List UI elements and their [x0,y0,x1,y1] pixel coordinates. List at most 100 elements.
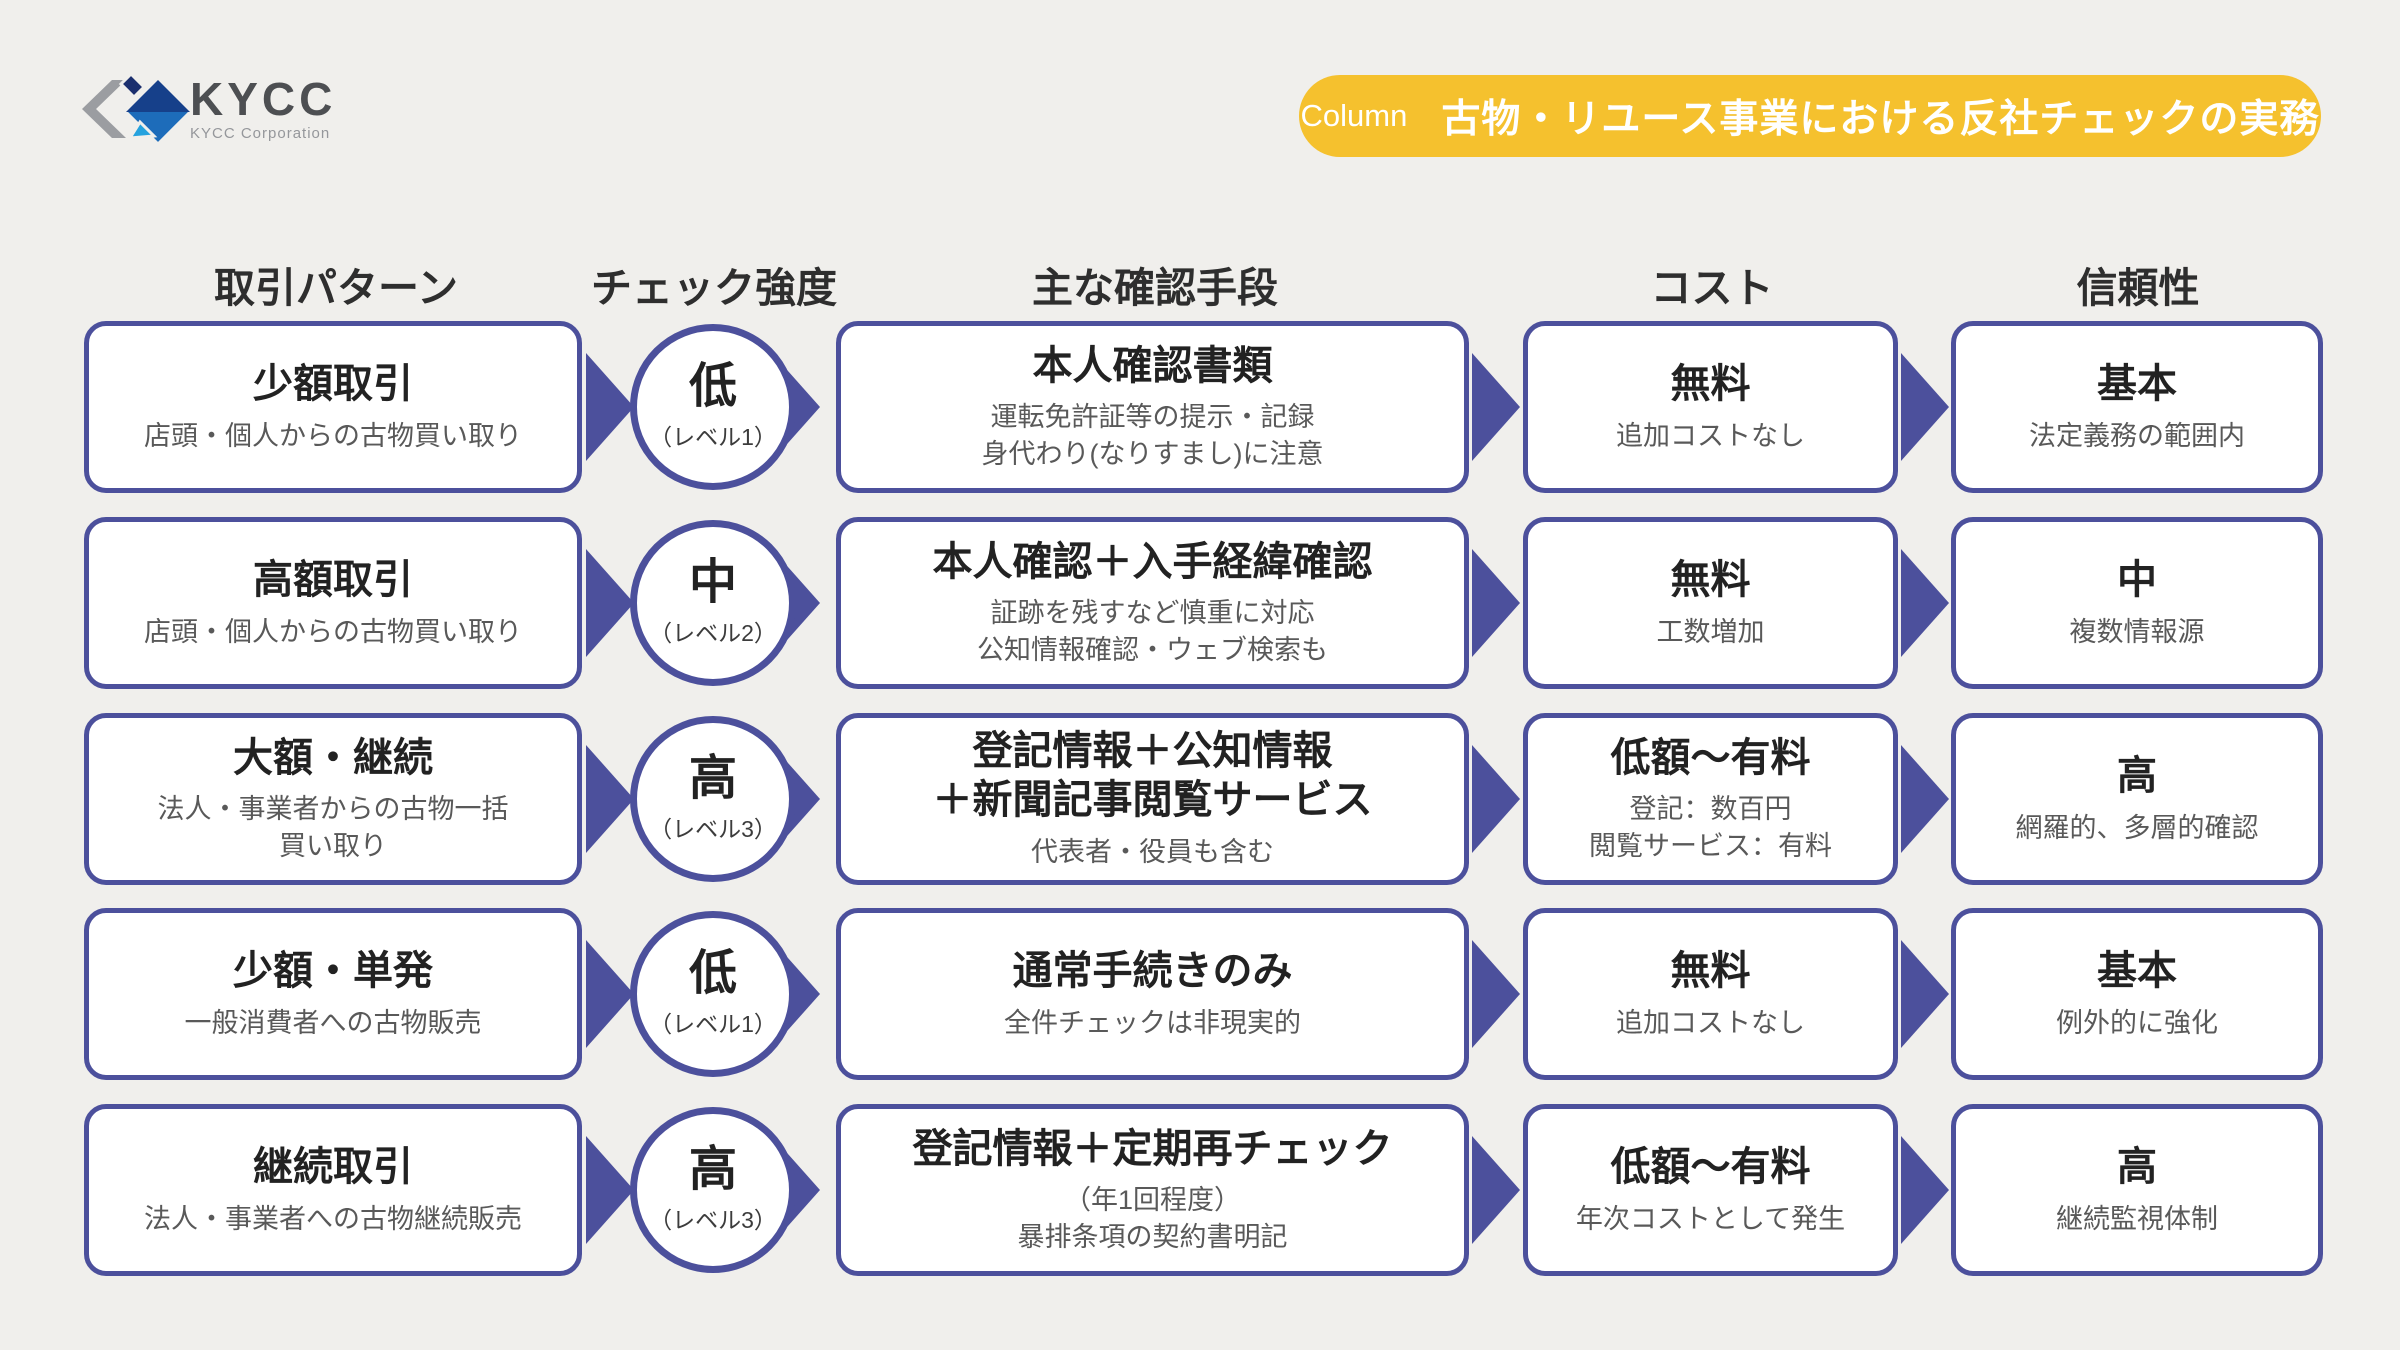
arrow-right-icon [1472,940,1520,1048]
column-badge-label: Column [1300,98,1408,133]
method-box: 登記情報＋公知情報 ＋新聞記事閲覧サービス 代表者・役員も含む [836,713,1469,885]
intensity-grade: 低 [688,946,737,1000]
pattern-box: 少額・単発 一般消費者への古物販売 [84,908,582,1080]
flow-row-4: 少額・単発 一般消費者への古物販売 低 （レベル1） 通常手続きのみ 全件チェッ… [0,908,2400,1080]
pattern-title: 少額取引 [253,361,413,406]
cost-desc: 登記：数百円 閲覧サービス：有料 [1589,794,1832,861]
logo-caption: KYCC Corporation [190,125,331,142]
intensity-circle: 低 （レベル1） [630,324,796,490]
method-title: 登記情報＋公知情報 ＋新聞記事閲覧サービス [932,729,1373,823]
arrow-right-icon [586,549,634,657]
logo-text-block: KYCC KYCC Corporation [190,76,336,142]
column-headers: 取引パターン チェック強度 主な確認手段 コスト 信頼性 [0,254,2400,311]
pattern-title: 少額・単発 [233,948,433,993]
intensity-level: （レベル3） [649,1206,777,1233]
reliability-box: 基本 例外的に強化 [1951,908,2323,1080]
cost-box: 低額〜有料 年次コストとして発生 [1523,1104,1898,1276]
header-cost: コスト [1650,265,1774,311]
flow-row-3: 大額・継続 法人・事業者からの古物一括 買い取り 高 （レベル3） 登記情報＋公… [0,713,2400,885]
pattern-desc: 店頭・個人からの古物買い取り [144,616,522,647]
method-title: 本人確認＋入手経緯確認 [932,539,1373,584]
pattern-title: 大額・継続 [233,735,433,780]
page-title: 古物・リユース事業における反社チェックの実務 [1441,98,2320,141]
intensity-level: （レベル3） [649,815,777,842]
arrow-right-icon [586,353,634,461]
arrow-right-icon [1472,1136,1520,1244]
intensity-level: （レベル1） [649,423,777,450]
flow-row-2: 高額取引 店頭・個人からの古物買い取り 中 （レベル2） 本人確認＋入手経緯確認… [0,517,2400,689]
method-title: 本人確認書類 [1032,343,1273,388]
method-box: 通常手続きのみ 全件チェックは非現実的 [836,908,1469,1080]
method-title: 登記情報＋定期再チェック [912,1126,1393,1171]
arrow-right-icon [1901,353,1949,461]
flow-row-5: 継続取引 法人・事業者への古物継続販売 高 （レベル3） 登記情報＋定期再チェッ… [0,1104,2400,1276]
reliability-desc: 法定義務の範囲内 [2029,420,2245,451]
column-badge: Column 古物・リユース事業における反社チェックの実務 [1299,75,2321,157]
pattern-desc: 法人・事業者への古物継続販売 [144,1203,522,1234]
cost-title: 無料 [1670,361,1751,406]
arrow-right-icon [1901,549,1949,657]
arrow-right-icon [586,940,634,1048]
method-desc: 全件チェックは非現実的 [1004,1007,1301,1038]
intensity-circle: 低 （レベル1） [630,911,796,1077]
intensity-level: （レベル1） [649,1010,777,1037]
method-box: 本人確認書類 運転免許証等の提示・記録 身代わり(なりすまし)に注意 [836,321,1469,493]
pattern-desc: 法人・事業者からの古物一括 買い取り [157,794,509,861]
header-reliability: 信頼性 [2076,265,2200,311]
intensity-grade: 高 [688,1142,737,1196]
intensity-level: （レベル2） [649,619,777,646]
cost-desc: 工数増加 [1656,616,1765,647]
arrow-right-icon [586,1136,634,1244]
cost-title: 低額〜有料 [1610,1144,1811,1189]
cost-box: 無料 追加コストなし [1523,908,1898,1080]
reliability-desc: 複数情報源 [2069,616,2205,647]
pattern-box: 高額取引 店頭・個人からの古物買い取り [84,517,582,689]
flow-row-1: 少額取引 店頭・個人からの古物買い取り 低 （レベル1） 本人確認書類 運転免許… [0,321,2400,493]
reliability-desc: 継続監視体制 [2056,1203,2218,1234]
cost-desc: 追加コストなし [1616,420,1805,451]
pattern-desc: 一般消費者への古物販売 [184,1007,482,1038]
intensity-circle: 高 （レベル3） [630,1107,796,1273]
header-transaction-pattern: 取引パターン [214,265,458,311]
method-title: 通常手続きのみ [1012,948,1293,993]
arrow-right-icon [586,745,634,853]
cost-box: 無料 工数増加 [1523,517,1898,689]
cost-desc: 追加コストなし [1616,1007,1805,1038]
reliability-desc: 例外的に強化 [2056,1007,2218,1038]
reliability-box: 中 複数情報源 [1951,517,2323,689]
pattern-title: 継続取引 [253,1144,413,1189]
method-box: 本人確認＋入手経緯確認 証跡を残すなど慎重に対応 公知情報確認・ウェブ検索も [836,517,1469,689]
reliability-title: 中 [2117,557,2157,602]
logo-name: KYCC [190,73,337,125]
arrow-right-icon [1901,940,1949,1048]
method-desc: 代表者・役員も含む [1031,837,1274,868]
header-main-method: 主な確認手段 [1032,265,1278,311]
method-desc: 証跡を残すなど慎重に対応 公知情報確認・ウェブ検索も [977,598,1328,665]
reliability-box: 高 継続監視体制 [1951,1104,2323,1276]
reliability-title: 高 [2117,753,2157,798]
pattern-box: 大額・継続 法人・事業者からの古物一括 買い取り [84,713,582,885]
intensity-grade: 中 [688,555,737,609]
cost-box: 無料 追加コストなし [1523,321,1898,493]
pattern-box: 少額取引 店頭・個人からの古物買い取り [84,321,582,493]
pattern-box: 継続取引 法人・事業者への古物継続販売 [84,1104,582,1276]
pattern-desc: 店頭・個人からの古物買い取り [144,420,522,451]
intensity-grade: 低 [688,359,737,413]
arrow-right-icon [1472,549,1520,657]
reliability-title: 高 [2117,1144,2157,1189]
cost-desc: 年次コストとして発生 [1575,1203,1846,1234]
intensity-circle: 中 （レベル2） [630,520,796,686]
method-desc: （年1回程度） 暴排条項の契約書明記 [1017,1185,1288,1252]
cost-title: 低額〜有料 [1610,735,1811,780]
arrow-right-icon [1901,745,1949,853]
cost-title: 無料 [1670,557,1751,602]
cost-box: 低額〜有料 登記：数百円 閲覧サービス：有料 [1523,713,1898,885]
reliability-title: 基本 [2097,948,2177,993]
kycc-logo: KYCC KYCC Corporation [78,70,336,148]
arrow-right-icon [1901,1136,1949,1244]
method-box: 登記情報＋定期再チェック （年1回程度） 暴排条項の契約書明記 [836,1104,1469,1276]
reliability-desc: 網羅的、多層的確認 [2015,812,2259,843]
cost-title: 無料 [1670,948,1751,993]
reliability-title: 基本 [2097,361,2177,406]
